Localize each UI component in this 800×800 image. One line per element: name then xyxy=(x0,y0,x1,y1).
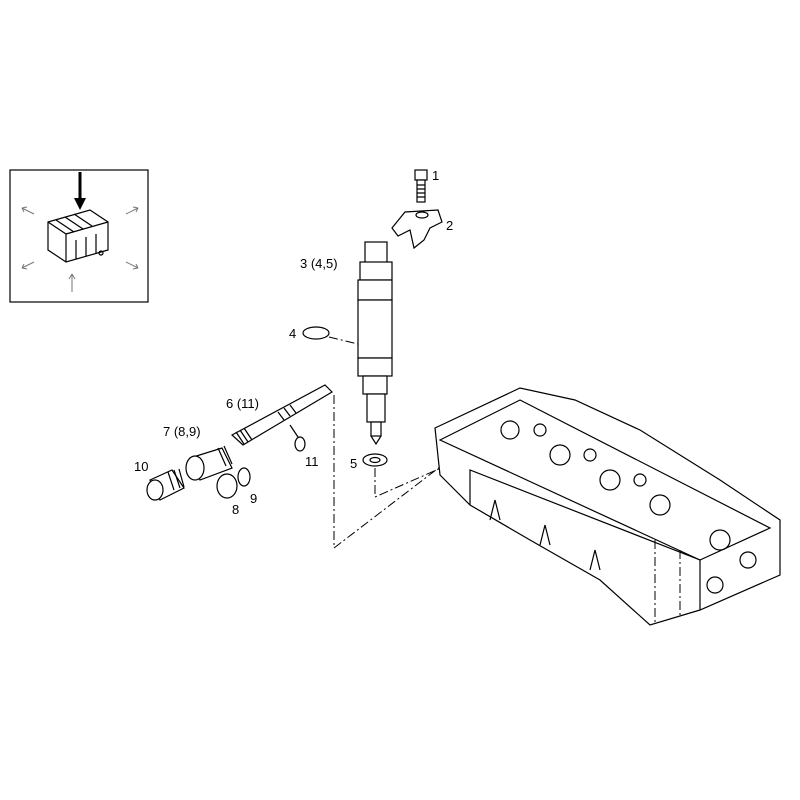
engine-block-icon xyxy=(47,209,109,263)
part-1-bolt xyxy=(414,169,428,203)
callout-3: 3 (4,5) xyxy=(300,256,338,271)
callout-6: 6 (11) xyxy=(226,396,259,411)
callout-5: 5 xyxy=(350,456,357,471)
part-4-o-ring xyxy=(302,326,330,340)
part-7-fitting xyxy=(185,445,233,481)
callout-7: 7 (8,9) xyxy=(163,424,201,439)
callout-1: 1 xyxy=(432,168,439,183)
part-11-o-ring xyxy=(294,436,306,452)
cylinder-head xyxy=(434,387,781,626)
callout-2: 2 xyxy=(446,218,453,233)
part-10-nut xyxy=(146,468,185,501)
callout-4: 4 xyxy=(289,326,296,341)
part-2-clamp xyxy=(391,209,443,250)
part-8-o-ring xyxy=(216,473,238,499)
part-3-injector xyxy=(357,241,393,446)
callout-11: 11 xyxy=(305,454,319,469)
callout-10: 10 xyxy=(134,459,148,474)
part-6-pipe-connector xyxy=(230,384,333,446)
part-9-o-ring xyxy=(237,467,251,487)
part-5-washer xyxy=(362,453,388,467)
direction-arrows-icon xyxy=(21,206,139,292)
view-direction-arrow-icon xyxy=(74,172,86,210)
callout-8: 8 xyxy=(232,502,239,517)
callout-9: 9 xyxy=(250,491,257,506)
orientation-inset xyxy=(9,169,149,303)
